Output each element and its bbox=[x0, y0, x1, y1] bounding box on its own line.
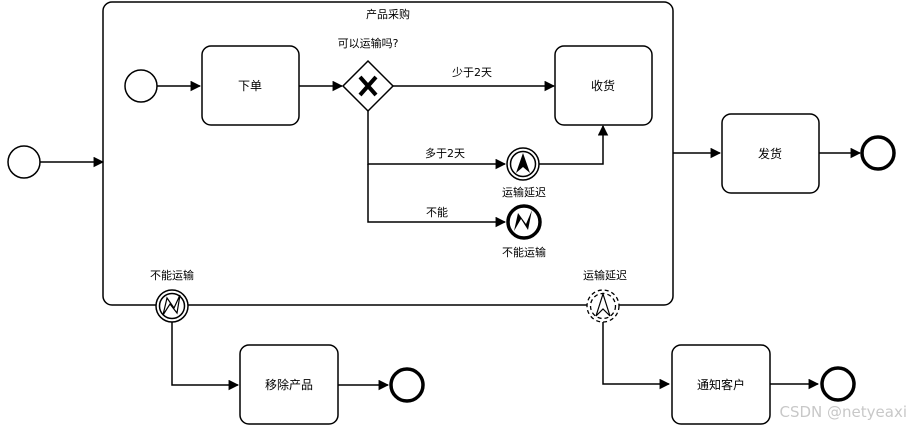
end-event-main[interactable] bbox=[860, 135, 896, 171]
error-end-event[interactable] bbox=[506, 204, 542, 240]
gateway-x-icon bbox=[358, 75, 378, 97]
inner-start-event[interactable] bbox=[124, 69, 158, 103]
flow-label-more-than-2-days: 多于2天 bbox=[425, 146, 465, 160]
flow-escalation-to-receive bbox=[539, 124, 609, 165]
task-order[interactable]: 下单 bbox=[201, 45, 300, 126]
end-event-notify[interactable] bbox=[820, 366, 856, 402]
boundary-error-event[interactable] bbox=[155, 289, 189, 323]
escalation-event-label: 运输延迟 bbox=[502, 185, 546, 199]
task-remove-product[interactable]: 移除产品 bbox=[239, 344, 339, 425]
flow-label-less-than-2-days: 少于2天 bbox=[452, 66, 492, 79]
gateway-label: 可以运输吗? bbox=[338, 36, 399, 50]
subprocess-title: 产品采购 bbox=[366, 7, 410, 21]
escalation-icon bbox=[516, 153, 530, 173]
task-order-label: 下单 bbox=[238, 79, 262, 93]
boundary-escalation-label: 运输延迟 bbox=[583, 268, 627, 282]
escalation-icon bbox=[595, 292, 611, 317]
outer-start-event[interactable] bbox=[7, 145, 41, 179]
boundary-escalation-event[interactable] bbox=[586, 289, 620, 323]
task-receive-label: 收货 bbox=[591, 78, 615, 93]
task-remove-product-label: 移除产品 bbox=[265, 377, 313, 392]
flow-gateway-to-error-end bbox=[367, 164, 507, 228]
flow-boundary-escalation-to-notify bbox=[602, 322, 671, 390]
flow-boundary-error-to-remove bbox=[171, 322, 240, 391]
boundary-error-label: 不能运输 bbox=[150, 268, 194, 282]
flow-label-cannot: 不能 bbox=[426, 205, 448, 219]
task-receive[interactable]: 收货 bbox=[554, 45, 653, 126]
task-notify-customer[interactable]: 通知客户 bbox=[671, 344, 771, 425]
error-icon bbox=[162, 294, 181, 316]
escalation-intermediate-event[interactable] bbox=[506, 147, 540, 181]
task-ship[interactable]: 发货 bbox=[721, 113, 820, 194]
end-event-remove[interactable] bbox=[389, 367, 425, 403]
error-end-event-label: 不能运输 bbox=[502, 245, 546, 259]
error-icon bbox=[514, 210, 532, 231]
task-ship-label: 发货 bbox=[758, 146, 782, 161]
watermark: CSDN @netyeaxi bbox=[780, 403, 908, 421]
task-notify-customer-label: 通知客户 bbox=[697, 377, 745, 392]
